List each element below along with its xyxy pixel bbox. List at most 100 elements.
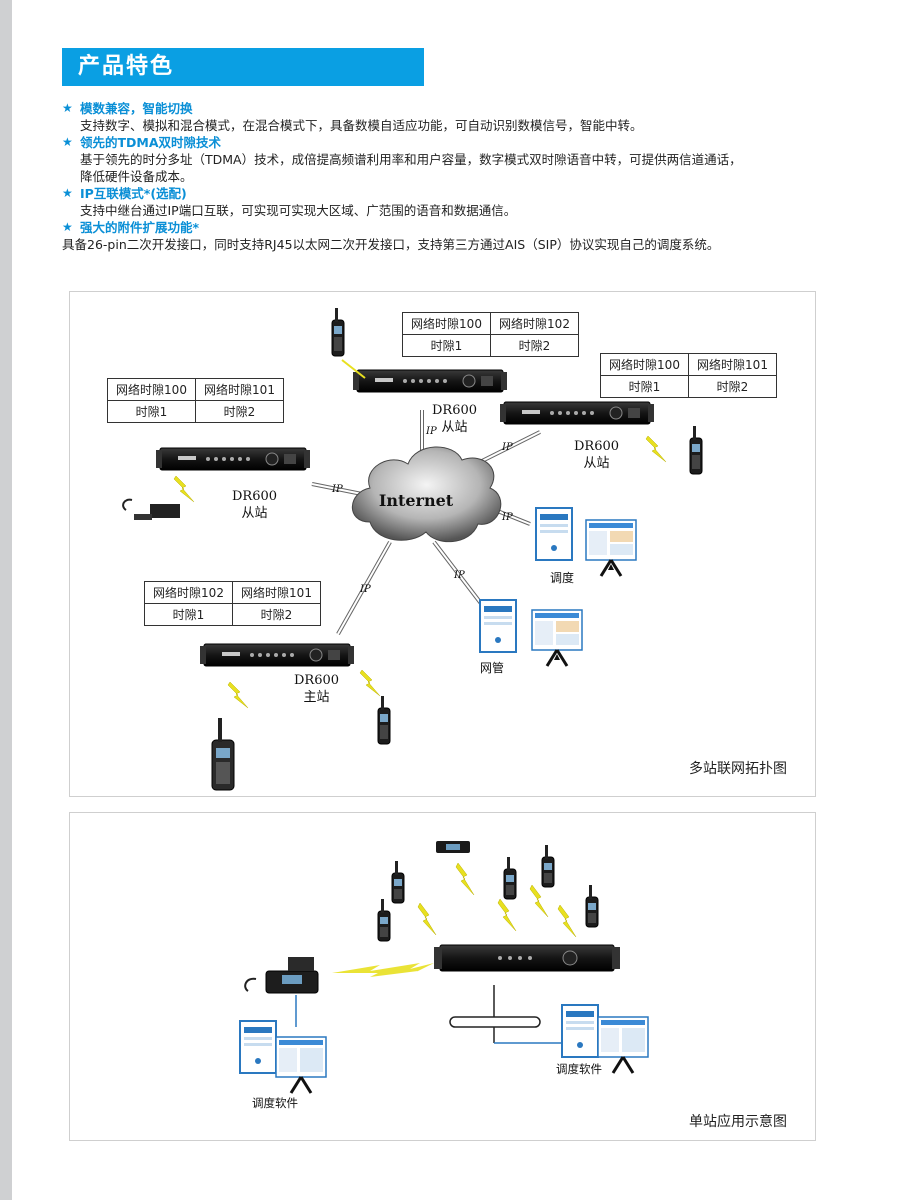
star-icon: ★ xyxy=(62,101,73,115)
table-cell: 网络时隙100 xyxy=(600,353,689,376)
single-site-diagram: 调度软件 调度软件 单站应用示意图 xyxy=(69,812,816,1141)
handheld-radio-icon xyxy=(391,860,405,904)
internet-cloud-icon: Internet xyxy=(351,446,502,543)
internet-label: Internet xyxy=(379,491,454,510)
feature-title-2: ★ 领先的TDMA双时隙技术 xyxy=(62,134,842,151)
station-model: DR600 xyxy=(432,403,478,418)
multi-site-diagram: IP IP IP IP IP IP Internet xyxy=(69,291,816,797)
lightning-icon xyxy=(359,669,381,697)
ip-label: IP xyxy=(331,484,343,495)
netmgr-label: 网管 xyxy=(480,660,504,675)
table-cell: 时隙1 xyxy=(402,334,491,357)
feature-list: ★模数兼容，智能切换 支持数字、模拟和混合模式，在混合模式下，具备数模自适应功能… xyxy=(62,100,842,253)
feature-title-1: ★模数兼容，智能切换 xyxy=(62,100,842,117)
table-cell: 网络时隙101 xyxy=(688,353,777,376)
repeater-central-icon xyxy=(434,944,620,972)
dispatch-server-icon xyxy=(535,507,573,561)
lightning-icon xyxy=(417,902,437,936)
repeater-left-icon xyxy=(155,447,311,471)
station-model: DR600 xyxy=(294,673,340,688)
lightning-icon xyxy=(497,898,517,932)
network-bus-icon xyxy=(449,1016,541,1028)
table-cell: 网络时隙100 xyxy=(402,312,491,335)
table-cell: 时隙1 xyxy=(107,400,196,423)
handheld-radio-icon xyxy=(377,695,391,745)
feature-title-text: 强大的附件扩展功能* xyxy=(80,220,200,235)
star-icon: ★ xyxy=(62,220,73,234)
ip-label: IP xyxy=(501,512,513,523)
ip-label: IP xyxy=(453,570,465,581)
table-cell: 时隙1 xyxy=(144,603,233,626)
ip-label: IP xyxy=(359,584,371,595)
feature-title-3: ★ IP互联模式*(选配) xyxy=(62,185,842,202)
single-site-caption: 单站应用示意图 xyxy=(689,1114,787,1130)
station-role: 从站 xyxy=(241,506,268,521)
feature-desc-3: 支持中继台通过IP端口互联，可实现可实现大区域、广范围的语音和数据通信。 xyxy=(80,203,517,218)
station-model: DR600 xyxy=(574,439,620,454)
lightning-icon xyxy=(557,904,577,938)
handheld-radio-icon xyxy=(331,307,345,357)
dispatch-screen-icon xyxy=(584,518,638,578)
dispatch-software-right-label: 调度软件 xyxy=(556,1062,602,1076)
single-site-svg: 调度软件 调度软件 xyxy=(239,841,650,1110)
feature-desc-4: 具备26-pin二次开发接口，同时支持RJ45以太网二次开发接口，支持第三方通过… xyxy=(62,237,720,252)
ip-label: IP xyxy=(425,426,437,437)
dispatch-label: 调度 xyxy=(550,570,574,585)
netmgr-server-icon xyxy=(479,599,517,653)
lightning-icon xyxy=(645,435,667,463)
car-radio-left-icon xyxy=(244,957,319,994)
station-label-top: DR600 从站 xyxy=(432,402,477,436)
table-cell: 网络时隙100 xyxy=(107,378,196,401)
feature-title-4: ★ 强大的附件扩展功能* xyxy=(62,219,842,236)
lightning-icon xyxy=(173,475,195,503)
station-label-bottom: DR600 主站 xyxy=(294,672,339,706)
table-cell: 网络时隙102 xyxy=(144,581,233,604)
handheld-radio-icon xyxy=(503,856,517,900)
handheld-radio-icon xyxy=(689,425,703,475)
handheld-radio-icon xyxy=(541,844,555,888)
feature-desc-2: 基于领先的时分多址（TDMA）技术，成倍提高频谱利用率和用户容量，数字模式双时隙… xyxy=(80,152,742,167)
dispatch-software-left-label: 调度软件 xyxy=(252,1096,298,1110)
repeater-top-icon xyxy=(352,369,508,393)
section-title: 产品特色 xyxy=(78,54,175,79)
table-cell: 时隙2 xyxy=(195,400,284,423)
dispatch-server-right-icon xyxy=(561,1004,599,1058)
table-cell: 时隙2 xyxy=(232,603,321,626)
station-role: 主站 xyxy=(303,690,330,705)
repeater-right-icon xyxy=(499,401,655,425)
lightning-icon xyxy=(227,681,249,709)
lightning-icon xyxy=(529,884,549,918)
table-cell: 网络时隙101 xyxy=(232,581,321,604)
repeater-main-icon xyxy=(199,643,355,667)
station-label-right: DR600 从站 xyxy=(574,438,619,472)
dispatch-screen-left-icon xyxy=(274,1035,328,1095)
station-role: 从站 xyxy=(441,420,468,435)
feature-title-text: IP互联模式*(选配) xyxy=(80,186,187,201)
feature-title-text: 领先的TDMA双时隙技术 xyxy=(80,135,222,150)
table-cell: 网络时隙101 xyxy=(195,378,284,401)
handheld-radio-large-icon xyxy=(211,718,235,791)
dispatch-screen-right-icon xyxy=(596,1015,650,1075)
handheld-radio-icon xyxy=(585,884,599,928)
station-role: 从站 xyxy=(583,456,610,471)
dispatch-server-left-icon xyxy=(239,1020,277,1074)
multi-site-caption: 多站联网拓扑图 xyxy=(689,761,787,777)
feature-desc-2b: 降低硬件设备成本。 xyxy=(80,169,193,184)
table-cell: 时隙2 xyxy=(688,375,777,398)
star-icon: ★ xyxy=(62,186,73,200)
table-cell: 时隙2 xyxy=(490,334,579,357)
lightning-link-icon xyxy=(332,963,434,977)
star-icon: ★ xyxy=(62,135,73,149)
section-title-banner: 产品特色 xyxy=(62,48,424,86)
page-side-bar xyxy=(0,0,12,1200)
handheld-radio-icon xyxy=(377,898,391,942)
car-radio-icon xyxy=(122,498,180,520)
table-cell: 时隙1 xyxy=(600,375,689,398)
table-cell: 网络时隙102 xyxy=(490,312,579,335)
feature-desc-1: 支持数字、模拟和混合模式，在混合模式下，具备数模自适应功能，可自动识别数模信号，… xyxy=(80,118,643,133)
ip-label: IP xyxy=(501,442,513,453)
